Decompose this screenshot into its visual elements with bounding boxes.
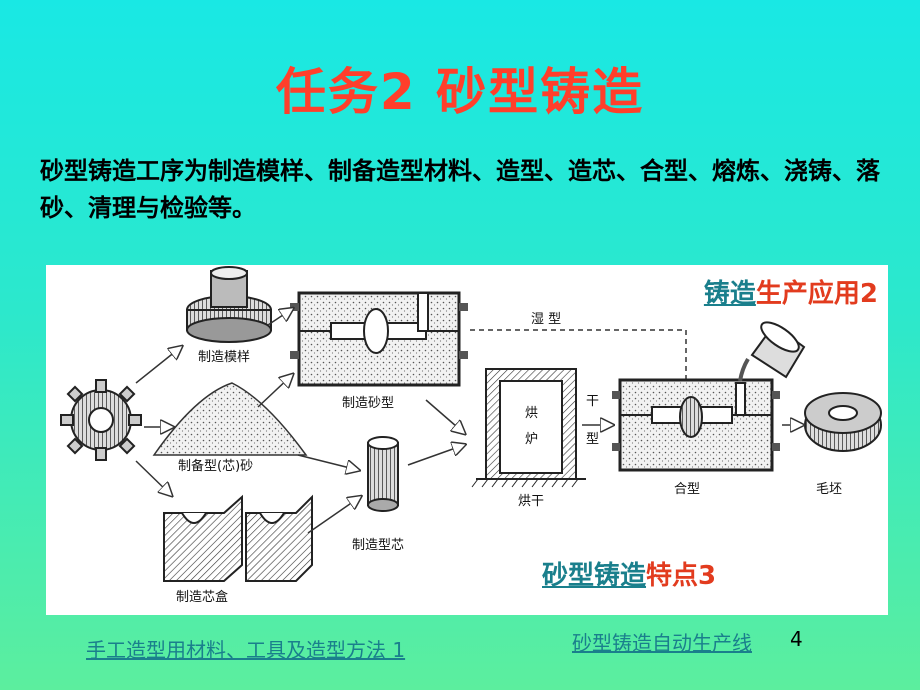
slide-title: 任务2 砂型铸造 <box>275 63 645 121</box>
gear-part-icon <box>60 379 142 461</box>
application-link[interactable]: 铸造生产应用2 <box>704 273 878 310</box>
intro-text: 砂型铸造工序为制造模样、制备造型材料、造型、造芯、合型、熔炼、浇铸、落砂、清理与… <box>40 157 880 222</box>
molding-sand-label: 制备型(芯)砂 <box>178 458 253 474</box>
assembled-mold-icon <box>612 378 780 472</box>
oven-label-1: 烘 <box>525 406 538 421</box>
process-diagram: 制造模样 制备型(芯)砂 制造芯盒 制造砂型 <box>60 266 882 605</box>
page-number: 4 <box>790 627 803 651</box>
oven-label-2: 炉 <box>525 432 538 447</box>
features-link[interactable]: 砂型铸造特点3 <box>542 555 716 592</box>
application-link-rest[interactable]: 生产应用2 <box>755 279 878 309</box>
mold-type-label: 型 <box>586 432 599 447</box>
dry-label: 干 <box>586 394 599 409</box>
sand-mold-icon <box>290 291 468 387</box>
sand-mold-label: 制造砂型 <box>342 396 394 411</box>
manual-molding-link[interactable]: 手工造型用材料、工具及造型方法 1 <box>86 638 406 662</box>
features-link-part[interactable]: 砂型铸造 <box>542 561 647 591</box>
core-box-label: 制造芯盒 <box>176 589 228 605</box>
core-label: 制造型芯 <box>352 538 404 553</box>
flow-arrows <box>135 309 802 534</box>
sand-pile-icon <box>152 382 308 456</box>
oven-icon <box>471 368 586 488</box>
assembled-mold-label: 合型 <box>674 482 700 497</box>
features-link-rest[interactable]: 特点3 <box>646 561 717 591</box>
wet-mold-label: 湿 型 <box>531 312 561 327</box>
pattern-label: 制造模样 <box>198 350 250 365</box>
casting-blank-icon <box>804 392 882 452</box>
drying-label: 烘干 <box>518 494 544 509</box>
core-box-icon <box>163 494 313 582</box>
pattern-icon <box>186 266 272 343</box>
process-diagram-panel: 制造模样 制备型(芯)砂 制造芯盒 制造砂型 <box>46 265 888 615</box>
wet-mold-path <box>470 329 687 380</box>
auto-line-link[interactable]: 砂型铸造自动生产线 <box>572 631 752 655</box>
application-link-part[interactable]: 铸造 <box>703 279 756 309</box>
casting-blank-label: 毛坯 <box>816 482 842 497</box>
ladle-icon <box>738 321 806 382</box>
core-icon <box>367 436 399 512</box>
